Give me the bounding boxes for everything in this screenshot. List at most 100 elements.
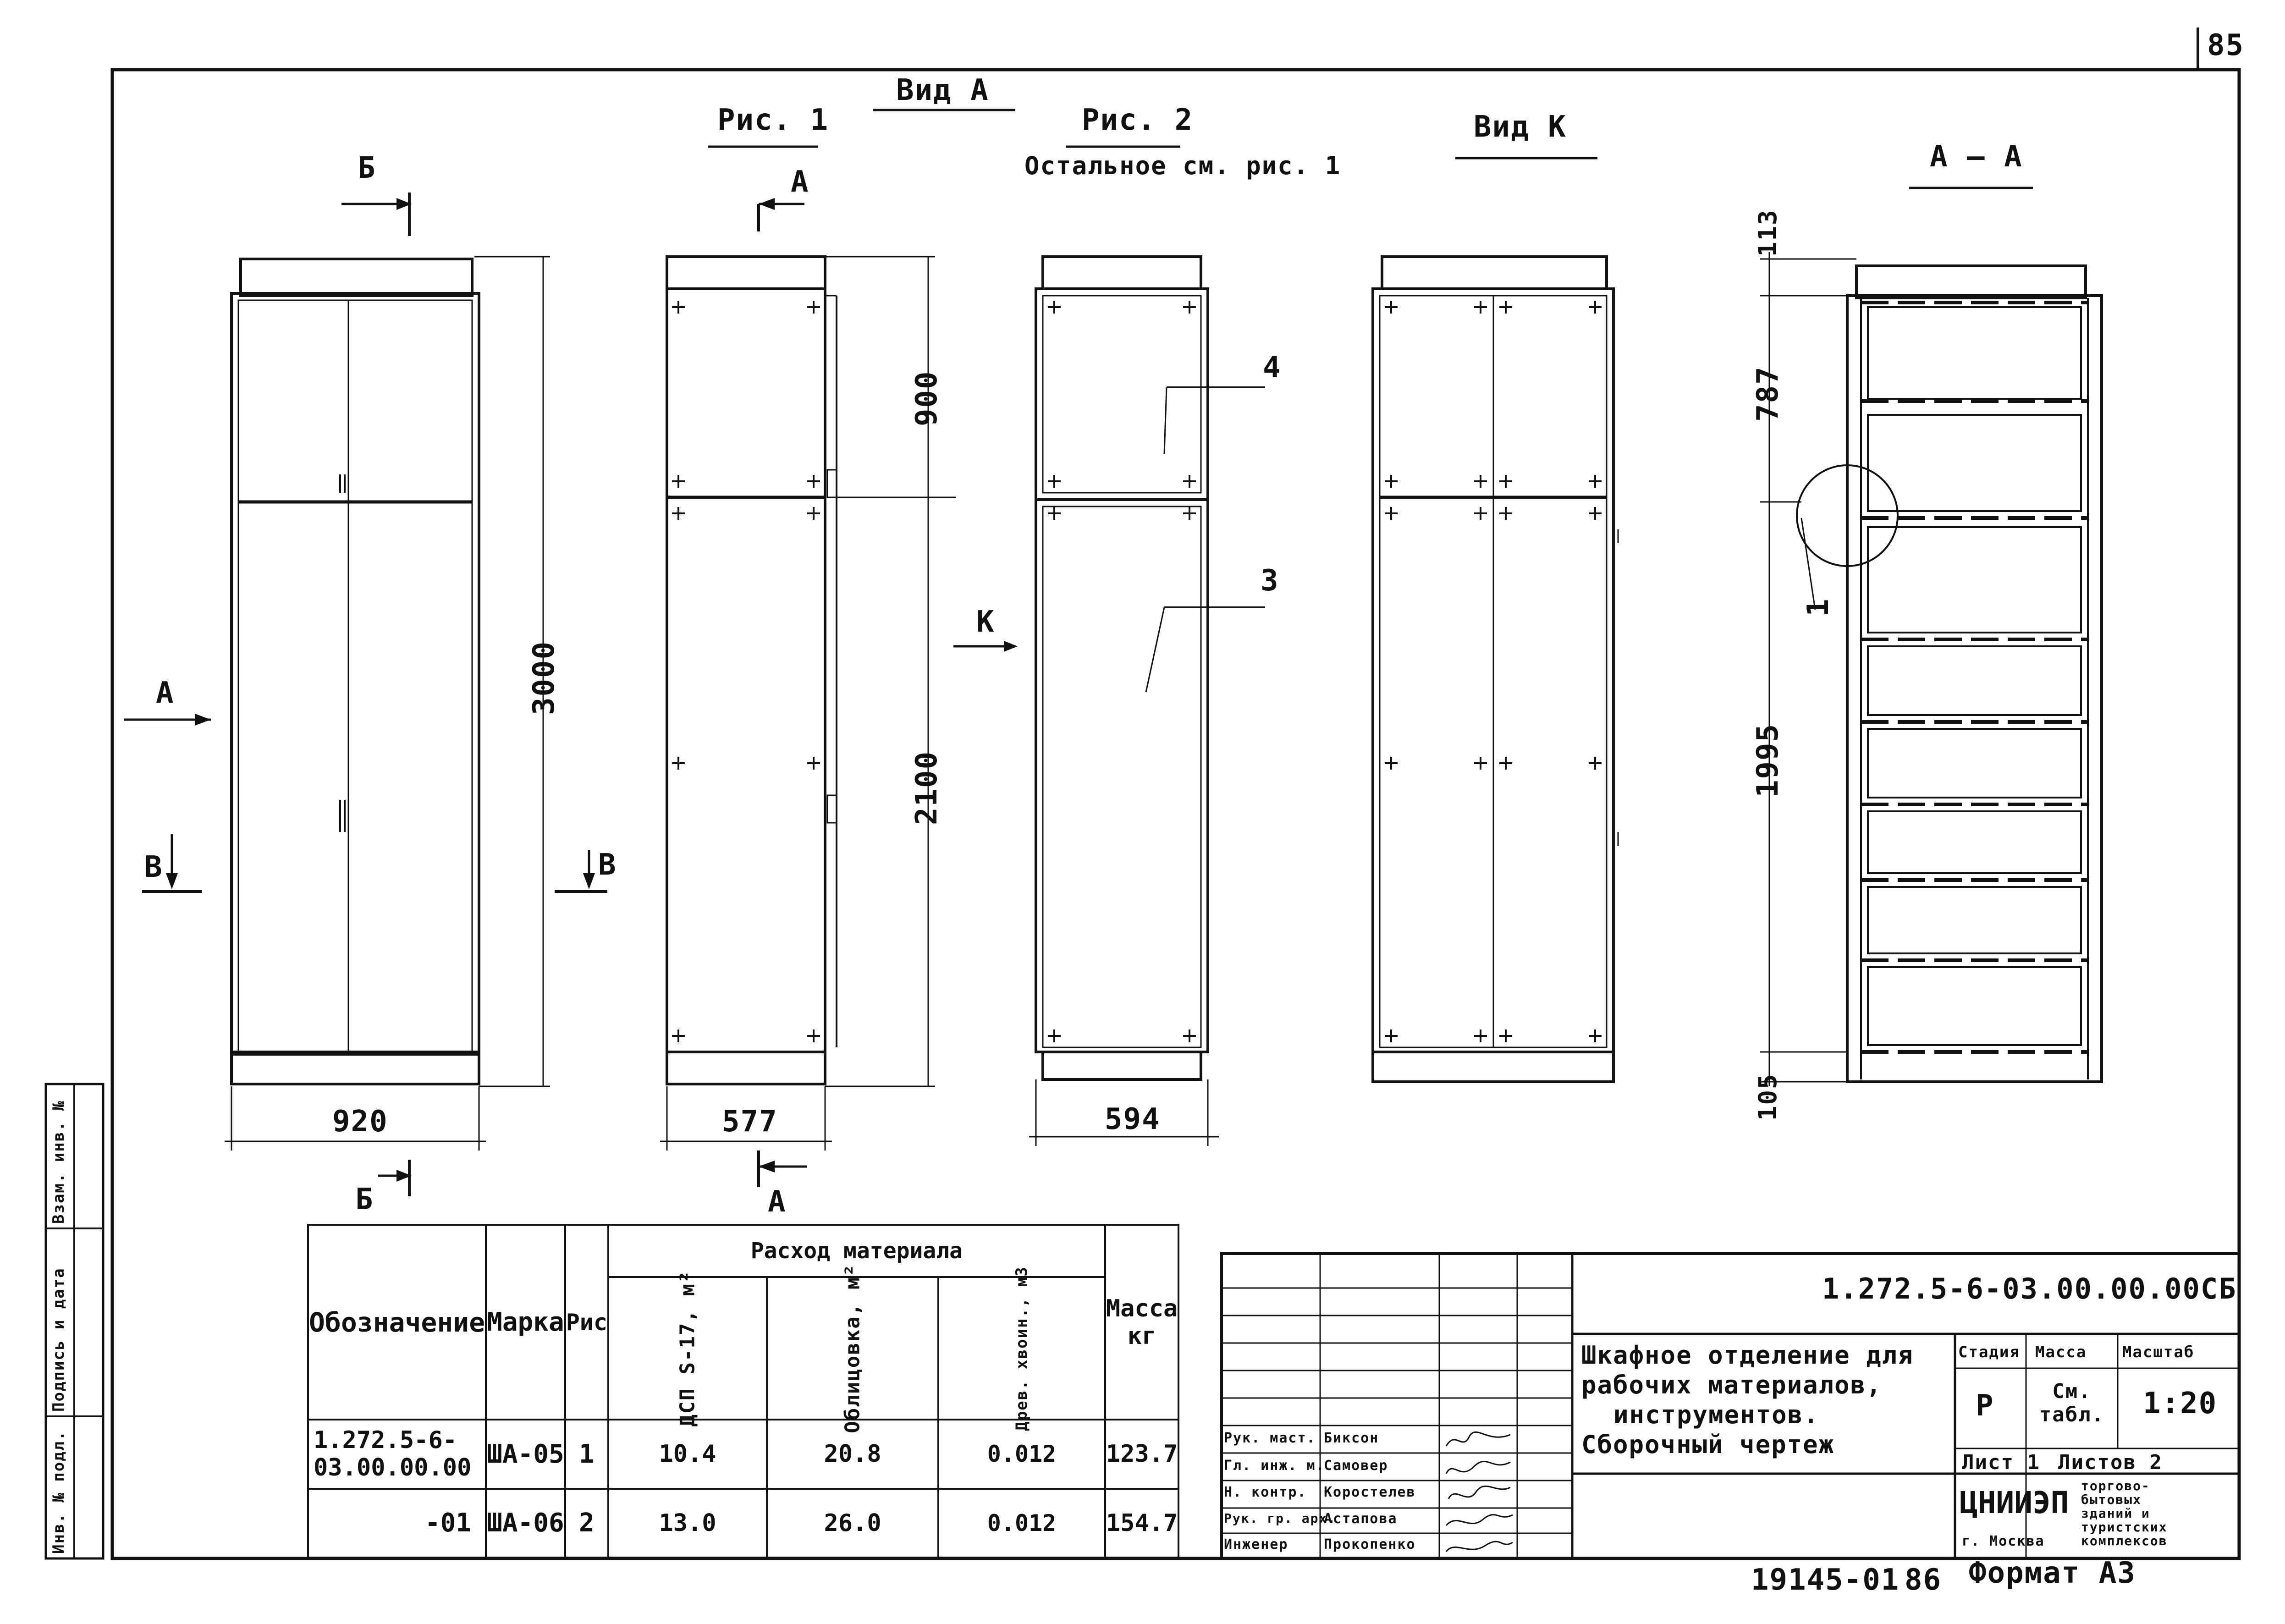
name-3: Коростелев [1324, 1484, 1416, 1500]
fastener-cross [1183, 507, 1196, 520]
header-mass: Масса кг [1104, 1223, 1180, 1421]
fastener-cross [1499, 507, 1512, 520]
fastener-cross [807, 507, 820, 520]
fastener-cross [1499, 757, 1512, 770]
fastener-cross [1499, 301, 1512, 314]
header-facing-cell: Облицовка, м² [765, 1263, 940, 1433]
format-label: Формат А3 [1969, 1556, 2136, 1590]
sheet-frame [110, 68, 2241, 1560]
fastener-cross [1385, 1029, 1398, 1042]
header-dsp-cell: ДСП S-17, м² [607, 1270, 768, 1427]
mass-label: Масса [2035, 1343, 2087, 1361]
side-view-fig1 [660, 203, 956, 1187]
stage-label: Стадия [1958, 1343, 2020, 1361]
scale-label: Масштаб [2122, 1343, 2195, 1361]
archive-number: 19145-01 [1751, 1563, 1900, 1597]
dim-width-side: 577 [722, 1105, 778, 1139]
org-logo: ЦНИИЭП [1960, 1485, 2069, 1520]
side-view-fig2 [953, 255, 1265, 1146]
fastener-cross [807, 475, 820, 488]
row2-fig: 2 [564, 1487, 610, 1559]
fastener-cross [1474, 475, 1487, 488]
fastener-cross [1589, 301, 1602, 314]
header-designation: Обозначение [307, 1223, 487, 1421]
fastener-cross [1048, 1029, 1061, 1042]
org-desc-5: комплексов [2081, 1533, 2168, 1548]
fastener-cross [1474, 507, 1487, 520]
fastener-cross [1499, 475, 1512, 488]
fastener-cross [1499, 1029, 1512, 1042]
fastener-cross [1183, 475, 1196, 488]
fastener-cross [1385, 507, 1398, 520]
dim-width-front: 920 [332, 1105, 388, 1139]
org-desc-1: торгово- [2081, 1478, 2150, 1493]
fastener-cross [1385, 475, 1398, 488]
view-arrow-k-label: К [976, 605, 995, 639]
page-number: 85 [2207, 28, 2245, 62]
fastener-cross [1589, 475, 1602, 488]
role-2: Гл. инж. м. [1224, 1458, 1325, 1474]
row2-dsp: 13.0 [607, 1487, 768, 1559]
stage-value: Р [1976, 1389, 1994, 1423]
signatures [1445, 1431, 1513, 1552]
row1-fig: 1 [564, 1419, 610, 1490]
name-4: Астапова [1324, 1511, 1398, 1527]
section-marker-b-top: Б [358, 151, 376, 185]
org-desc-4: туристских [2081, 1519, 2168, 1535]
view-a-title: Вид А [896, 73, 989, 107]
row1-facing: 20.8 [765, 1419, 940, 1490]
table-row: 1.272.5-6-03.00.00.00 ША-05 1 10.4 20.8 … [307, 1419, 1180, 1490]
fig1-title: Рис. 1 [717, 103, 829, 137]
fastener-cross [672, 507, 685, 520]
row2-designation: -01 [307, 1487, 487, 1559]
row1-dsp: 10.4 [607, 1419, 768, 1490]
fastener-cross [807, 757, 820, 770]
header-mark: Марка [485, 1223, 566, 1421]
title-line-2: рабочих материалов, [1581, 1371, 1882, 1399]
role-5: Инженер [1224, 1536, 1288, 1552]
callout-3: 3 [1261, 564, 1279, 598]
view-k-title: Вид К [1474, 110, 1567, 144]
role-1: Рук. маст. [1224, 1430, 1316, 1446]
drawing-code: 1.272.5-6-03.00.00.00СБ [1822, 1272, 2237, 1305]
fastener-cross [1474, 757, 1487, 770]
fastener-cross [672, 301, 685, 314]
section-aa-drawing [1760, 252, 2103, 1086]
fastener-cross [1048, 507, 1061, 520]
role-3: Н. контр. [1224, 1484, 1307, 1500]
view-arrow-a-label: А [156, 676, 175, 710]
row2-wood: 0.012 [937, 1487, 1106, 1559]
org-desc-2: бытовых [2081, 1492, 2142, 1507]
role-4: Рук. гр. арх. [1224, 1511, 1337, 1526]
title-line-4: Сборочный чертеж [1581, 1430, 1835, 1459]
row1-designation: 1.272.5-6-03.00.00.00 [307, 1419, 487, 1490]
section-marker-v-left: В [144, 850, 163, 884]
title-line-1: Шкафное отделение для [1581, 1341, 1914, 1370]
title-block-frame [1220, 1252, 2241, 1560]
table-row: -01 ША-06 2 13.0 26.0 0.012 154.7 [307, 1487, 1180, 1559]
section-aa-title: А — А [1930, 140, 2023, 174]
fastener-cross [672, 757, 685, 770]
row1-mass: 123.7 [1104, 1419, 1180, 1490]
name-1: Биксон [1324, 1430, 1379, 1446]
fastener-cross [807, 1029, 820, 1042]
fastener-cross [1048, 475, 1061, 488]
specification-table: Обозначение Марка Рис Расход материала М… [307, 1223, 1180, 1559]
title-line-3: инструментов. [1613, 1400, 1819, 1429]
dim-width-side2: 594 [1105, 1102, 1161, 1136]
mass-value: См. табл. [2039, 1380, 2105, 1426]
row2-facing: 26.0 [765, 1487, 940, 1559]
section-marker-v-right: В [598, 848, 617, 882]
org-desc-3: зданий и [2081, 1506, 2150, 1521]
row2-mark: ША-06 [485, 1487, 566, 1559]
callout-4: 4 [1263, 351, 1282, 385]
sheet-page: 86 [1905, 1563, 1942, 1597]
section-marker-a-bottom: А [768, 1185, 787, 1219]
fastener-cross [1385, 757, 1398, 770]
fastener-cross [1589, 507, 1602, 520]
front-view-fig1 [124, 193, 607, 1196]
row1-mark: ША-05 [485, 1419, 566, 1490]
view-k-drawing [1371, 255, 1619, 1083]
fastener-cross [1048, 301, 1061, 314]
